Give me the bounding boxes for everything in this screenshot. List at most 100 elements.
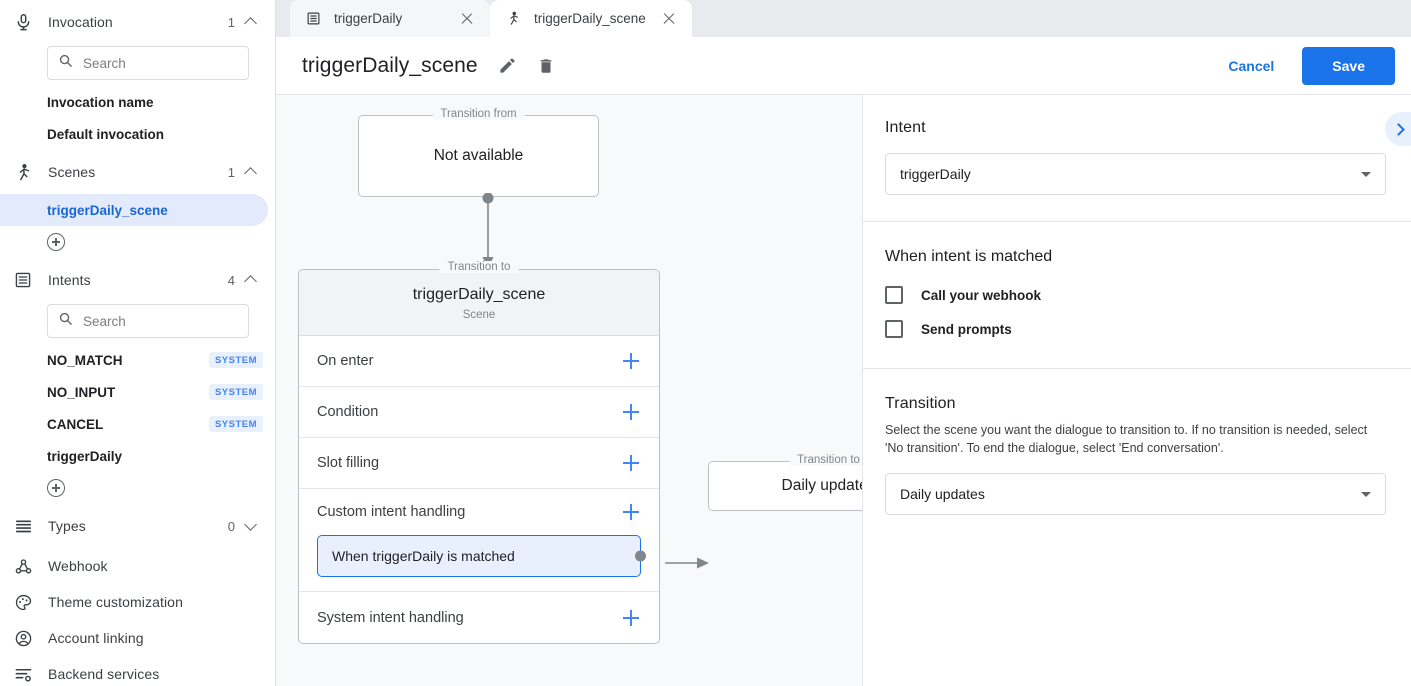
sidebar-item-triggerdaily[interactable]: triggerDaily xyxy=(0,440,275,472)
cancel-button[interactable]: Cancel xyxy=(1212,49,1290,83)
chevron-down-icon xyxy=(1361,171,1371,177)
body-area: Transition from Not available Transition… xyxy=(276,95,1411,686)
sidebar-item-label: triggerDaily_scene xyxy=(47,202,168,218)
main-content: triggerDaily triggerDaily_scene triggerD… xyxy=(276,0,1411,686)
microphone-icon xyxy=(14,13,40,32)
sidebar-item-cancel[interactable]: CANCEL SYSTEM xyxy=(0,408,275,440)
checkbox-row-send-prompts[interactable]: Send prompts xyxy=(885,320,1386,338)
checkbox-row-call-your-webhook[interactable]: Call your webhook xyxy=(885,286,1386,304)
intent-handler-chip[interactable]: When triggerDaily is matched xyxy=(317,535,646,577)
sidebar-item-label: NO_MATCH xyxy=(47,352,123,368)
sidebar-group-count: 1 xyxy=(227,164,235,180)
scene-row-label: Custom intent handling xyxy=(317,504,466,520)
chevron-up-icon[interactable] xyxy=(245,274,257,286)
save-button[interactable]: Save xyxy=(1302,46,1395,85)
webhook-icon xyxy=(14,557,40,576)
sidebar-item-default-invocation[interactable]: Default invocation xyxy=(0,118,275,150)
intent-select-value: triggerDaily xyxy=(900,166,971,182)
add-slot-filling-icon[interactable] xyxy=(623,455,639,471)
sidebar-item-label: Default invocation xyxy=(47,126,165,142)
close-icon[interactable] xyxy=(458,10,476,28)
scene-row-on-enter[interactable]: On enter xyxy=(299,336,659,387)
sidebar-group-count: 0 xyxy=(227,518,235,534)
right-panel: Intent triggerDaily When intent is match… xyxy=(862,95,1411,686)
scene-card-header[interactable]: triggerDaily_scene Scene xyxy=(299,270,659,336)
transition-description: Select the scene you want the dialogue t… xyxy=(885,423,1368,456)
scene-canvas[interactable]: Transition from Not available Transition… xyxy=(276,95,862,686)
intent-select[interactable]: triggerDaily xyxy=(885,153,1386,195)
transition-to-node[interactable]: Transition to Daily updates xyxy=(708,454,862,511)
checkbox-label: Call your webhook xyxy=(921,287,1042,303)
transition-select-value: Daily updates xyxy=(900,486,985,503)
connector-arrow-down xyxy=(482,193,494,269)
panel-collapse-button[interactable] xyxy=(1385,112,1411,146)
sidebar-group-invocation[interactable]: Invocation 1 xyxy=(0,0,275,44)
intents-icon xyxy=(14,271,40,289)
scene-icon xyxy=(506,11,524,26)
transition-from-legend: Transition from xyxy=(432,108,525,120)
scene-row-label: Condition xyxy=(317,404,379,420)
add-intent-button[interactable] xyxy=(0,472,275,504)
tab-triggerdaily[interactable]: triggerDaily xyxy=(290,0,490,37)
chevron-right-icon xyxy=(1394,125,1403,134)
trash-icon[interactable] xyxy=(537,57,555,75)
add-scene-button[interactable] xyxy=(0,226,275,258)
sidebar-item-no-match[interactable]: NO_MATCH SYSTEM xyxy=(0,344,275,376)
checkbox-send-prompts[interactable] xyxy=(885,320,903,338)
scene-row-slot-filling[interactable]: Slot filling xyxy=(299,438,659,489)
status-badge: SYSTEM xyxy=(208,352,263,368)
checkbox-call-your-webhook[interactable] xyxy=(885,286,903,304)
scene-row-custom-intent-handling[interactable]: Custom intent handling xyxy=(299,489,659,535)
checkbox-label: Send prompts xyxy=(921,321,1012,337)
sidebar-group-intents[interactable]: Intents 4 xyxy=(0,258,275,302)
scene-row-system-intent-handling[interactable]: System intent handling xyxy=(299,592,659,643)
tab-triggerdaily-scene[interactable]: triggerDaily_scene xyxy=(490,0,692,37)
chevron-up-icon[interactable] xyxy=(245,166,257,178)
sidebar-item-webhook[interactable]: Webhook xyxy=(0,548,275,584)
sidebar-item-label: Account linking xyxy=(48,630,144,646)
chevron-down-icon xyxy=(1361,491,1371,497)
close-icon[interactable] xyxy=(660,10,678,28)
tab-label: triggerDaily xyxy=(334,11,403,26)
sidebar-item-account-linking[interactable]: Account linking xyxy=(0,620,275,656)
chevron-down-icon[interactable] xyxy=(245,520,257,532)
intents-search-input[interactable]: Search xyxy=(47,304,249,338)
intent-section-title: Intent xyxy=(885,119,926,136)
sidebar-item-backend-services[interactable]: Backend services xyxy=(0,656,275,686)
add-custom-intent-handler-icon[interactable] xyxy=(623,504,639,520)
sidebar-item-label: CANCEL xyxy=(47,416,104,432)
chevron-up-icon[interactable] xyxy=(245,16,257,28)
transition-to-node-value: Daily updates xyxy=(781,477,862,494)
search-icon xyxy=(58,311,73,331)
sidebar-group-scenes[interactable]: Scenes 1 xyxy=(0,150,275,194)
sidebar-group-types[interactable]: Types 0 xyxy=(0,504,275,548)
sidebar-item-triggerdaily-scene[interactable]: triggerDaily_scene xyxy=(0,194,268,226)
sidebar-item-invocation-name[interactable]: Invocation name xyxy=(0,86,275,118)
intent-handler-label: When triggerDaily is matched xyxy=(332,548,515,564)
connector-arrow-right xyxy=(665,557,709,569)
invocation-search-placeholder: Search xyxy=(83,55,126,71)
add-on-enter-icon[interactable] xyxy=(623,353,639,369)
transition-select[interactable]: Daily updates xyxy=(885,473,1386,516)
backend-services-icon xyxy=(14,665,40,684)
scene-type: Scene xyxy=(462,309,496,321)
invocation-search-input[interactable]: Search xyxy=(47,46,249,80)
sidebar-group-label: Invocation xyxy=(48,14,113,30)
add-condition-icon[interactable] xyxy=(623,404,639,420)
sidebar-group-label: Scenes xyxy=(48,164,96,180)
sidebar-item-label: NO_INPUT xyxy=(47,384,116,400)
plus-circle-icon xyxy=(47,479,65,497)
when-matched-title: When intent is matched xyxy=(885,248,1053,265)
transition-section-title: Transition xyxy=(885,395,956,412)
scene-row-condition[interactable]: Condition xyxy=(299,387,659,438)
sidebar-item-label: Theme customization xyxy=(48,594,183,610)
scene-name: triggerDaily_scene xyxy=(412,286,546,303)
transition-from-node[interactable]: Transition from Not available xyxy=(358,108,599,197)
sidebar-item-no-input[interactable]: NO_INPUT SYSTEM xyxy=(0,376,275,408)
sidebar-item-label: Backend services xyxy=(48,666,160,682)
tab-label: triggerDaily_scene xyxy=(534,11,646,26)
sidebar-item-theme-customization[interactable]: Theme customization xyxy=(0,584,275,620)
sidebar-group-count: 4 xyxy=(227,272,235,288)
pencil-icon[interactable] xyxy=(498,56,517,75)
add-system-intent-handler-icon[interactable] xyxy=(623,609,639,626)
